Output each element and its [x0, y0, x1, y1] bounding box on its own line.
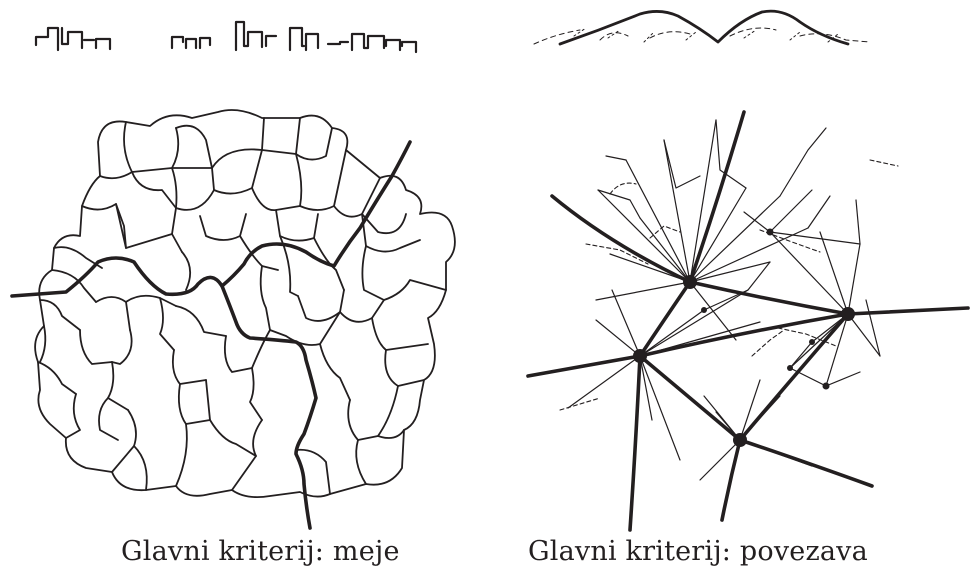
caption-boundaries: Glavni kriterij: meje	[121, 536, 400, 567]
cell-mosaic-icon	[35, 110, 455, 497]
right-panel	[528, 11, 968, 530]
node-minor	[767, 229, 774, 236]
caption-connectivity: Glavni kriterij: povezava	[528, 536, 868, 567]
dashed-network-strokes	[560, 160, 898, 410]
node-hub	[633, 349, 647, 363]
node-minor	[787, 365, 793, 371]
node-minor	[823, 383, 830, 390]
node-hub	[733, 433, 747, 447]
skyline-profile-icon	[36, 22, 416, 52]
node-hub	[683, 275, 697, 289]
boundary-lines	[12, 142, 410, 528]
hill-profile-icon	[534, 11, 870, 44]
bold-network-strokes	[528, 112, 968, 530]
node-minor	[701, 307, 707, 313]
node-hub	[841, 307, 855, 321]
node-minor	[809, 339, 815, 345]
left-panel	[12, 22, 455, 528]
